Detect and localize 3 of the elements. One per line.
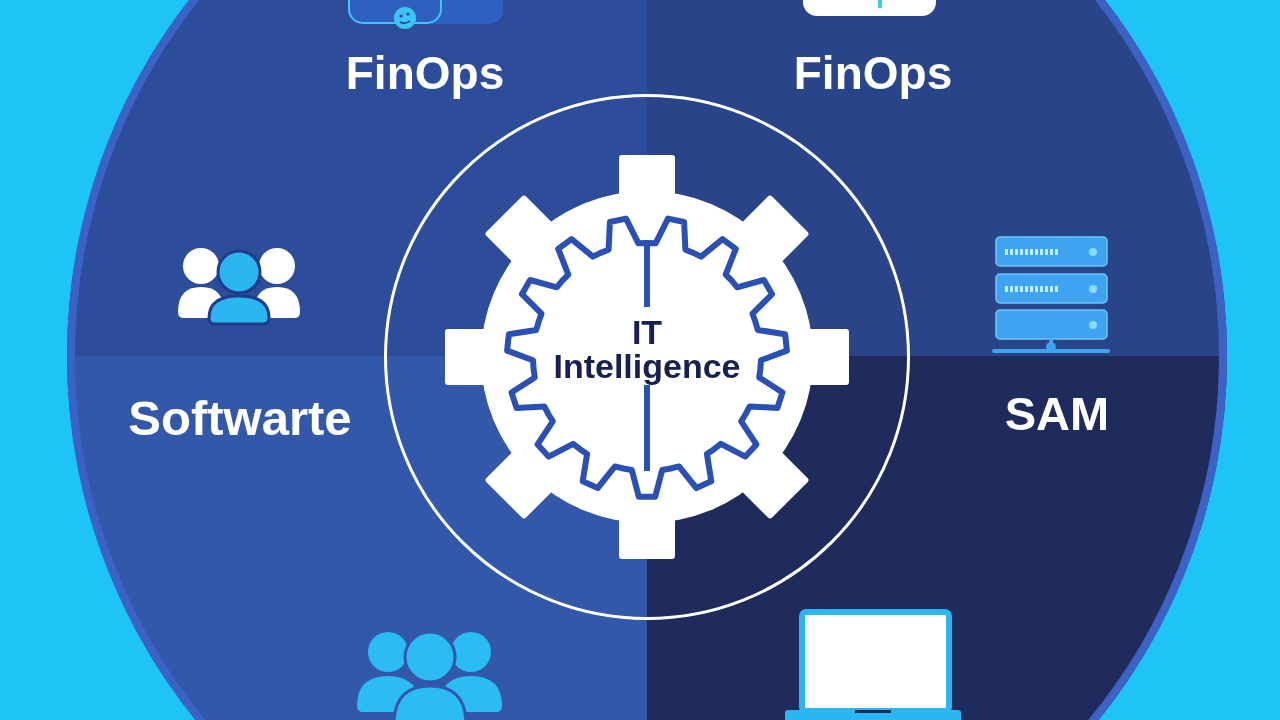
section-title: SAM xyxy=(1004,389,1110,437)
center-title: IT Intelligence xyxy=(552,314,742,383)
section-title: Softwarte xyxy=(128,393,352,443)
